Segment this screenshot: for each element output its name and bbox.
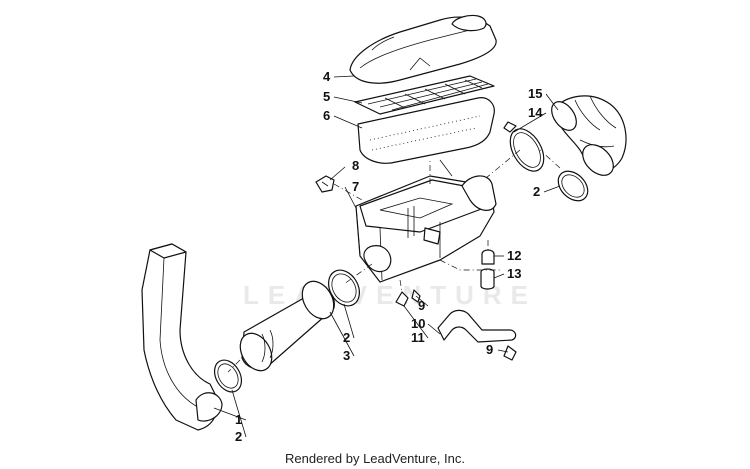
callout-14: 14 [528, 105, 543, 120]
callout-labels: 4 5 6 15 14 8 7 2 12 13 9 10 11 2 3 9 1 … [235, 69, 543, 444]
callout-11: 11 [411, 330, 425, 345]
clip-8 [315, 175, 335, 193]
clamp-14 [503, 121, 545, 172]
intake-tube [239, 280, 335, 372]
snorkel-duct [141, 243, 223, 431]
callout-2-middle: 2 [343, 330, 350, 345]
callout-13: 13 [507, 266, 521, 281]
callout-1: 1 [235, 412, 242, 427]
callout-9-lower: 9 [486, 342, 493, 357]
callout-3: 3 [343, 348, 350, 363]
leader-lines [213, 75, 561, 438]
callout-9-upper: 9 [418, 298, 425, 313]
render-credit: Rendered by LeadVenture, Inc. [285, 451, 465, 466]
airbox-cover [349, 14, 497, 84]
callout-2-upper: 2 [533, 184, 540, 199]
assembly-lines [227, 149, 561, 373]
callout-10: 10 [411, 316, 425, 331]
callout-8: 8 [352, 158, 359, 173]
foam-filter [357, 97, 495, 164]
callout-2-lower: 2 [235, 429, 242, 444]
callout-7: 7 [352, 179, 359, 194]
callout-15: 15 [528, 86, 542, 101]
callout-5: 5 [323, 89, 330, 104]
callout-4: 4 [323, 69, 331, 84]
clamp-2-lower [213, 359, 243, 393]
clamp-2-middle [327, 269, 361, 307]
filter-frame [354, 75, 495, 115]
callout-6: 6 [323, 108, 330, 123]
drain-fitting [480, 249, 495, 290]
clamp-2-upper [557, 170, 589, 202]
callout-12: 12 [507, 248, 521, 263]
intake-boot [551, 95, 627, 176]
airbox-body [355, 159, 497, 283]
